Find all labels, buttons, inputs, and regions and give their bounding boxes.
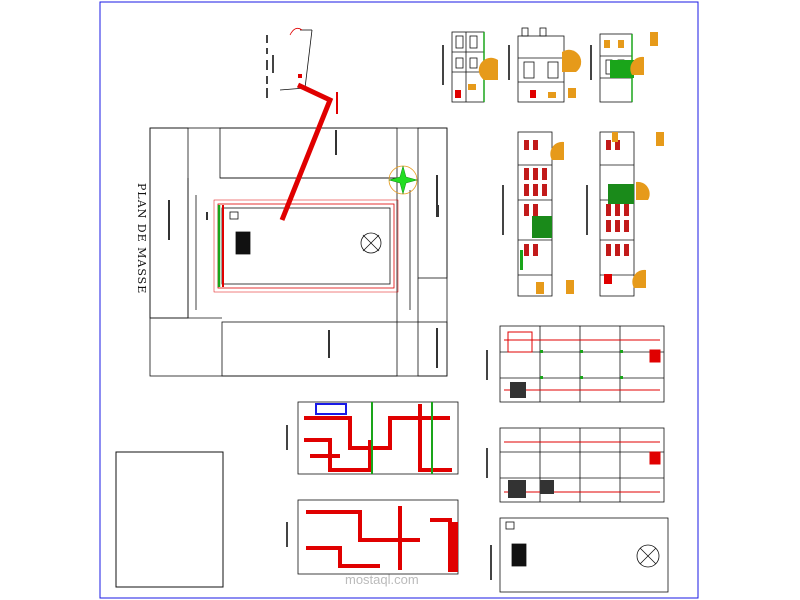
floor-plan-roof — [499, 517, 669, 593]
block-right-top — [417, 127, 448, 279]
location-sketch — [279, 27, 313, 91]
site-boundary — [149, 127, 448, 377]
sheet-frame — [99, 1, 699, 599]
site-plan-title: PLAN DE MASSE — [135, 183, 148, 294]
dome-elevation-6 — [632, 269, 646, 288]
dome-elevation-1 — [478, 57, 498, 80]
elevations-small — [451, 27, 633, 103]
floor-plan-middle — [499, 427, 665, 503]
title-block — [115, 451, 224, 588]
site-plan — [149, 127, 448, 377]
block-bottom — [221, 321, 398, 377]
elevation-labels — [442, 45, 592, 85]
dome-elevation-3 — [630, 56, 644, 75]
watermark: mostaql.com — [345, 572, 419, 587]
network-plan-1 — [297, 401, 459, 475]
dome-elevation-2 — [562, 49, 582, 72]
location-arrow — [279, 82, 334, 221]
block-right-bottom — [417, 321, 448, 377]
dome-symbol — [360, 232, 382, 254]
elevations-large — [517, 131, 635, 297]
dome-elevation-5 — [636, 181, 650, 200]
location-sketch-text — [266, 35, 274, 98]
north-arrow-icon — [388, 165, 418, 195]
street-labels — [168, 130, 439, 368]
dome-plan-icon — [636, 544, 660, 568]
dome-elevation-4 — [550, 141, 564, 160]
